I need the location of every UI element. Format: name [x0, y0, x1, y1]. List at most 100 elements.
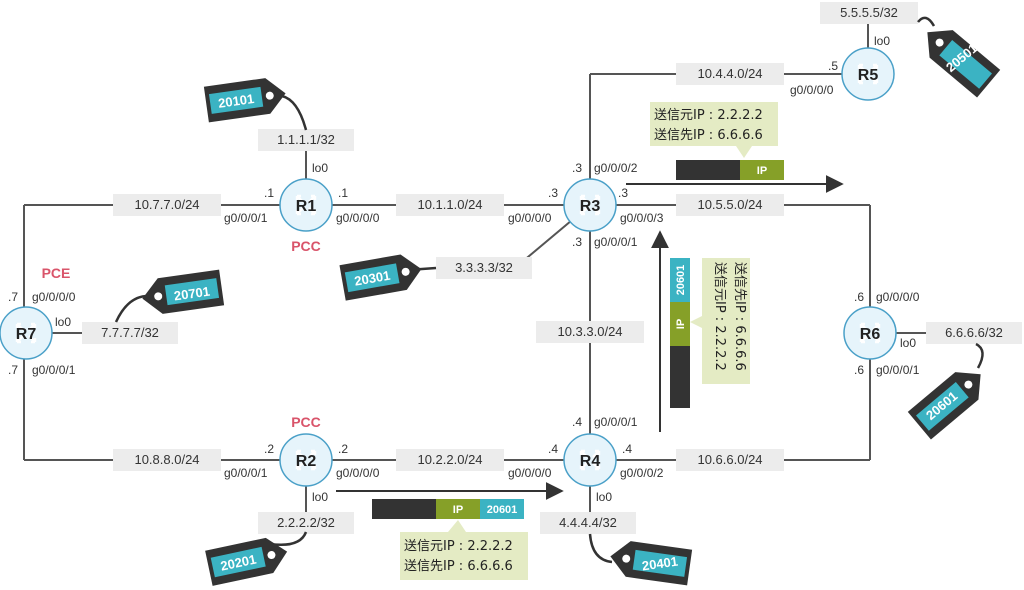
lo0-r4: lo0	[596, 490, 612, 504]
callout-dst-top: 送信先IP : 6.6.6.6	[654, 128, 763, 143]
loopback-r2: 2.2.2.2/32	[277, 515, 335, 530]
host-r6-bottom: .6	[854, 363, 864, 377]
sid-tag-r1: 20101	[203, 78, 286, 123]
host-r1-left: .1	[264, 186, 274, 200]
iface-r2-g0000: g0/0/0/0	[336, 466, 380, 480]
loopback-labels: 1.1.1.1/32 2.2.2.2/32 3.3.3.3/32 4.4.4.4…	[82, 2, 1022, 534]
packet-label: 20601	[487, 504, 518, 516]
role-r7: PCE	[42, 265, 71, 281]
role-r1: PCC	[291, 238, 321, 254]
iface-r2-g0001: g0/0/0/1	[224, 466, 268, 480]
iface-r3-g0002: g0/0/0/2	[594, 161, 638, 175]
router-name: R2	[296, 453, 317, 470]
iface-r5-g0000: g0/0/0/0	[790, 83, 834, 97]
router-r5[interactable]: R5	[841, 47, 895, 101]
host-r6-top: .6	[854, 290, 864, 304]
packet-label-vertical: 20601	[675, 265, 687, 296]
net-r3-r5: 10.4.4.0/24	[697, 66, 762, 81]
iface-r3-g0001: g0/0/0/1	[594, 235, 638, 249]
sid-label: 20101	[217, 91, 255, 111]
host-r7-bottom: .7	[8, 363, 18, 377]
router-name: R6	[860, 326, 881, 343]
router-name: R7	[16, 326, 37, 343]
net-r3-r4: 10.3.3.0/24	[557, 324, 622, 339]
sid-tag-r3: 20301	[339, 254, 422, 301]
host-r4-top: .4	[572, 415, 582, 429]
net-r1-r3: 10.1.1.0/24	[417, 197, 482, 212]
sid-tag-r2: 20201	[205, 537, 288, 586]
host-r3-right: .3	[618, 186, 628, 200]
router-icon	[0, 306, 53, 360]
callout-src-vertical: 送信元IP : 2.2.2.2	[712, 262, 727, 371]
router-icon	[563, 433, 617, 487]
host-r2-left: .2	[264, 442, 274, 456]
router-r2[interactable]: R2	[279, 433, 333, 487]
router-icon	[843, 306, 897, 360]
callout-top: 送信元IP : 2.2.2.2 送信先IP : 6.6.6.6	[650, 102, 778, 158]
host-r2-right: .2	[338, 442, 348, 456]
iface-r6-g0000: g0/0/0/0	[876, 290, 920, 304]
lo0-labels: lo0 lo0 lo0 lo0 lo0 lo0	[55, 34, 916, 504]
callout-bottom: 送信元IP : 2.2.2.2 送信先IP : 6.6.6.6	[400, 520, 528, 580]
loopback-r1: 1.1.1.1/32	[277, 132, 335, 147]
iface-r4-g0000: g0/0/0/0	[508, 466, 552, 480]
net-r4-r6: 10.6.6.0/24	[697, 452, 762, 467]
sid-tag-r4	[610, 541, 693, 586]
host-r7-top: .7	[8, 290, 18, 304]
net-r7-r1: 10.7.7.0/24	[134, 197, 199, 212]
lo0-r6: lo0	[900, 336, 916, 350]
net-r2-r4: 10.2.2.0/24	[417, 452, 482, 467]
lo0-r1: lo0	[312, 161, 328, 175]
role-r2: PCC	[291, 414, 321, 430]
router-r6[interactable]: R6	[843, 306, 897, 360]
router-r4[interactable]: R4	[563, 433, 617, 487]
router-name: R5	[858, 67, 879, 84]
tag-string	[114, 294, 149, 323]
iface-r3-g0003: g0/0/0/3	[620, 211, 664, 225]
loopback-r7: 7.7.7.7/32	[101, 325, 159, 340]
router-icon	[841, 47, 895, 101]
router-name: R4	[580, 453, 601, 470]
router-r3[interactable]: R3	[563, 178, 617, 232]
sid-label: 20301	[353, 268, 391, 289]
lo0-r7: lo0	[55, 315, 71, 329]
lo0-r2: lo0	[312, 490, 328, 504]
loopback-r6: 6.6.6.6/32	[945, 325, 1003, 340]
sid-label-r4: 20401	[641, 554, 679, 574]
router-r1[interactable]: R1	[279, 178, 333, 232]
tag-string	[975, 342, 984, 369]
host-r3-top: .3	[572, 161, 582, 175]
router-icon	[279, 178, 333, 232]
tag-string	[588, 533, 613, 564]
lo0-r5: lo0	[874, 34, 890, 48]
packet-ip: IP	[453, 504, 463, 516]
iface-r7-g0000: g0/0/0/0	[32, 290, 76, 304]
host-r1-right: .1	[338, 186, 348, 200]
iface-r7-g0001: g0/0/0/1	[32, 363, 76, 377]
network-labels: 10.7.7.0/24 10.1.1.0/24 10.4.4.0/24 10.5…	[113, 63, 784, 471]
packet-bottom: IP 20601	[372, 499, 524, 519]
callout-vertical: 送信元IP : 2.2.2.2 送信先IP : 6.6.6.6	[690, 258, 750, 384]
host-r3-bottom: .3	[572, 235, 582, 249]
loopback-r3: 3.3.3.3/32	[455, 260, 513, 275]
router-r7[interactable]: R7	[0, 306, 53, 360]
callout-dst: 送信先IP : 6.6.6.6	[404, 559, 513, 574]
callout-src: 送信元IP : 2.2.2.2	[404, 539, 513, 554]
iface-r1-g0000: g0/0/0/0	[336, 211, 380, 225]
iface-r4-g0001: g0/0/0/1	[594, 415, 638, 429]
packet-top: IP	[676, 160, 784, 180]
host-r5: .5	[828, 59, 838, 73]
callout-src-top: 送信元IP : 2.2.2.2	[654, 108, 763, 123]
sid-tag-r7	[142, 269, 225, 314]
sid-label: 20201	[219, 551, 257, 573]
router-name: R1	[296, 198, 317, 215]
packet-ip-top: IP	[757, 165, 767, 177]
net-r7-r2: 10.8.8.0/24	[134, 452, 199, 467]
router-icon	[563, 178, 617, 232]
sid-tag-r5	[927, 30, 1001, 98]
tag-string	[917, 16, 936, 27]
router-name: R3	[580, 198, 601, 215]
iface-r3-g0000: g0/0/0/0	[508, 211, 552, 225]
router-icon	[279, 433, 333, 487]
